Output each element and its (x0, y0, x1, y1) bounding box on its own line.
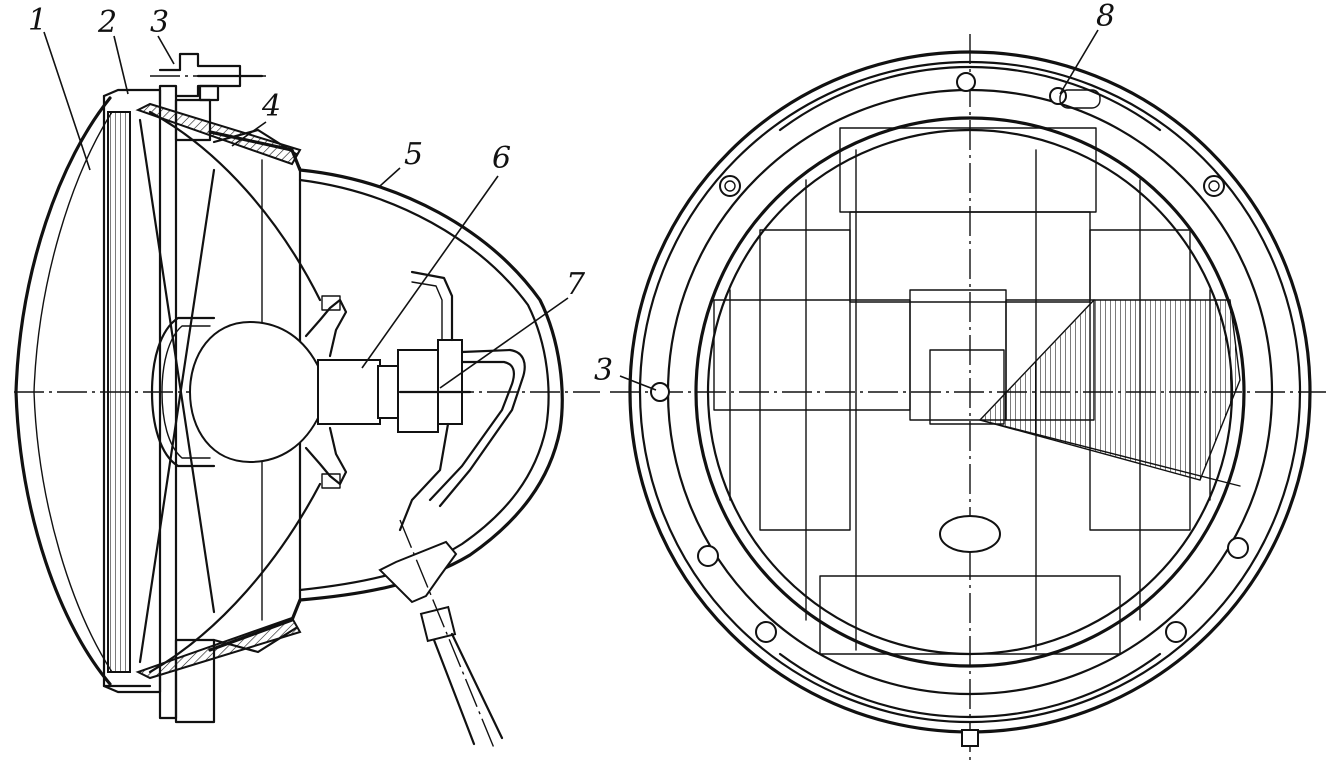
callout-6: 6 (492, 141, 511, 176)
wire-top-2 (411, 281, 443, 341)
callout-2: 2 (97, 5, 117, 40)
screw-adjust-8 (1049, 87, 1067, 105)
wire-top (410, 270, 454, 342)
adjust-screw-block (158, 52, 242, 98)
prism-center-low (929, 349, 1005, 425)
screw-bottom-left (697, 545, 719, 567)
leader-6 (361, 175, 499, 369)
prism-center-high (909, 289, 1007, 421)
lens-outer-ring (694, 116, 1246, 668)
bulb-socket-ring (377, 365, 401, 419)
inner-cone-upper (138, 118, 216, 614)
bulb-shield (150, 316, 216, 468)
bulb-base (317, 359, 381, 425)
housing-rib-bot (212, 626, 298, 654)
bulb-glass (188, 320, 321, 464)
lens-prism-band (107, 111, 131, 673)
callout-3-front: 3 (594, 353, 613, 388)
callout-8: 8 (1096, 0, 1115, 34)
leader-5 (379, 167, 401, 187)
screw-top-left-in (724, 180, 736, 192)
prism-cut-line (979, 419, 1241, 487)
rim-ring-2 (638, 60, 1302, 724)
mount-flange (158, 84, 178, 720)
rim-segment-top (778, 65, 1162, 132)
prism-top-band (839, 127, 1097, 213)
bulb-shield-inner (161, 325, 211, 459)
leader-3-front (619, 375, 657, 391)
wire-down (398, 422, 450, 532)
prism-pattern (713, 127, 1241, 655)
screw-top-right-in (1208, 180, 1220, 192)
callout-1: 1 (28, 3, 47, 38)
inner-cone-lower (138, 168, 216, 664)
cable-outer (432, 632, 504, 746)
prism-bottom-band (819, 575, 1121, 655)
rim-segment-bot (778, 652, 1162, 719)
callout-leaders (43, 29, 1099, 391)
rim-top (102, 88, 162, 106)
leader-8 (1059, 29, 1099, 95)
leader-2 (113, 35, 129, 95)
housing-rib-top (212, 128, 298, 156)
callout-labels: 1 2 3 4 5 6 7 8 3 (28, 0, 1115, 388)
leader-7 (439, 297, 569, 389)
bottom-tab (961, 729, 979, 747)
prism-right-wedge (978, 299, 1241, 481)
parabolic-reflector (148, 110, 322, 302)
screw-bottom-left-2 (755, 621, 777, 643)
screw-top-right (1203, 175, 1225, 197)
socket-clip-upper (321, 295, 341, 311)
callout-4: 4 (261, 89, 281, 124)
leader-4 (231, 121, 267, 147)
prism-left-col (759, 229, 851, 531)
cable-grommet (378, 540, 458, 604)
screw-top-left (719, 175, 741, 197)
adjust-slot-8 (1059, 89, 1101, 109)
callout-5: 5 (404, 137, 423, 172)
prism-left-strip (713, 299, 911, 411)
screw-bottom-right-2 (1165, 621, 1187, 643)
parabolic-reflector-low (148, 482, 322, 674)
leader-1 (43, 31, 91, 171)
callout-3-side: 3 (150, 5, 169, 40)
wire-loop (438, 348, 526, 508)
adjust-nut (198, 84, 220, 102)
wire-loop-inner (428, 360, 515, 502)
side-section-view (14, 52, 600, 749)
leader-3-side (157, 35, 175, 65)
center-lens-spot (939, 515, 1001, 553)
socket-clip-lower (321, 473, 341, 489)
cable-axis (399, 519, 495, 749)
lens-outer (14, 96, 112, 686)
lens-inner (33, 111, 113, 673)
front-view (610, 34, 1326, 760)
screw-bottom-right (1227, 537, 1249, 559)
connector-block (437, 339, 463, 425)
mount-screws (650, 72, 1249, 747)
screw-left (650, 382, 670, 402)
screw-top (956, 72, 976, 92)
callout-7: 7 (566, 267, 586, 302)
